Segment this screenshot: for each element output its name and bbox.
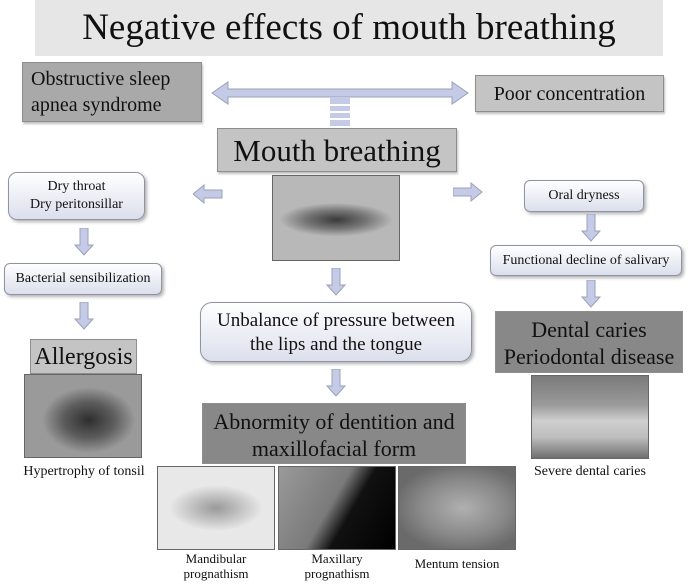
maxillary-caption: Maxillary prognathism — [278, 551, 396, 581]
double-arrow-icon — [211, 81, 469, 126]
dental-caries-line2: Periodontal disease — [503, 344, 675, 369]
diagram-title: Negative effects of mouth breathing — [35, 0, 663, 56]
dental-caries-box: Dental caries Periodontal disease — [495, 311, 683, 373]
arrow-down-icon — [74, 302, 94, 330]
pressure-unbalance-box: Unbalance of pressure between the lips a… — [200, 302, 472, 362]
teeth-photo — [531, 375, 649, 459]
arrow-down-icon — [326, 268, 346, 296]
salivary-decline-label: Functional decline of salivary — [502, 253, 670, 268]
dental-caries-line1: Dental caries — [531, 317, 647, 342]
teeth-caption: Severe dental caries — [534, 464, 646, 479]
closed-lips-photo — [272, 175, 400, 261]
tonsil-photo — [24, 374, 142, 458]
maxillary-prognathism-photo — [278, 466, 396, 550]
allergosis-label: Allergosis — [34, 344, 133, 370]
salivary-decline-box: Functional decline of salivary — [490, 245, 682, 276]
arrow-left-icon — [193, 184, 223, 204]
tonsil-caption: Hypertrophy of tonsil — [23, 464, 145, 479]
dry-throat-line2: Dry peritonsillar — [30, 197, 123, 212]
oral-dryness-box: Oral dryness — [524, 180, 644, 212]
bacterial-sensibilization-box: Bacterial sensibilization — [4, 263, 162, 295]
bacterial-sensibilization-label: Bacterial sensibilization — [15, 271, 151, 286]
arrow-down-icon — [326, 369, 346, 397]
arrow-down-icon — [74, 228, 94, 256]
mouth-breathing-box: Mouth breathing — [217, 128, 457, 172]
maxillary-caption-line2: prognathism — [304, 566, 370, 581]
mentum-caption-line1: Mentum tension — [414, 556, 500, 571]
abnormity-box: Abnormity of dentition and maxillofacial… — [202, 403, 466, 464]
pressure-unbalance-line1: Unbalance of pressure between — [217, 310, 455, 331]
mentum-caption: Mentum tension — [398, 556, 516, 572]
mentum-tension-photo — [398, 466, 516, 550]
effect-poor-concentration-label: Poor concentration — [493, 83, 646, 105]
arrow-down-icon — [581, 214, 601, 242]
mouth-breathing-label: Mouth breathing — [233, 133, 441, 168]
dry-throat-box: Dry throat Dry peritonsillar — [8, 172, 145, 220]
mandibular-caption-line2: prognathism — [183, 566, 249, 581]
abnormity-line2: maxillofacial form — [251, 436, 417, 461]
arrow-right-icon — [453, 182, 483, 202]
mandibular-caption-line1: Mandibular — [185, 551, 247, 566]
oral-dryness-label: Oral dryness — [548, 188, 620, 203]
maxillary-caption-line1: Maxillary — [311, 551, 363, 566]
dry-throat-line1: Dry throat — [47, 179, 106, 194]
allergosis-box: Allergosis — [30, 339, 137, 374]
abnormity-line1: Abnormity of dentition and — [213, 409, 455, 434]
arrow-down-icon — [581, 280, 601, 308]
effect-poor-concentration-box: Poor concentration — [475, 75, 664, 112]
pressure-unbalance-line2: the lips and the tongue — [249, 334, 423, 355]
effect-osas-box: Obstructive sleep apnea syndrome — [22, 62, 202, 122]
effect-osas-line1: Obstructive sleep — [31, 68, 171, 90]
mandibular-prognathism-photo — [157, 466, 275, 550]
effect-osas-line2: apnea syndrome — [31, 94, 162, 116]
mandibular-caption: Mandibular prognathism — [157, 551, 275, 581]
